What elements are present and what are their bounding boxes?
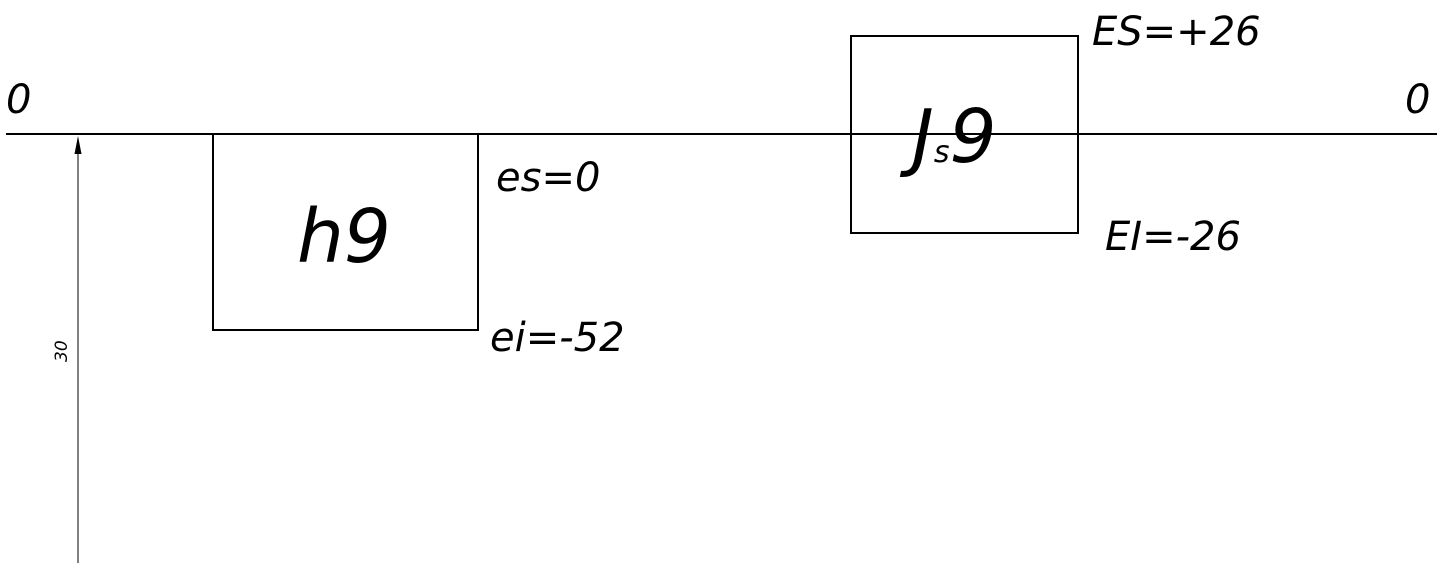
dimension-arrowhead: [74, 136, 82, 154]
shaft-lower-deviation: ei=-52: [490, 315, 625, 361]
hole-field-grade: 9: [949, 94, 996, 180]
hole-lower-deviation: EI=-26: [1105, 214, 1241, 260]
zero-line-label-left: 0: [6, 77, 31, 123]
hole-field-letter: J: [899, 94, 934, 180]
zero-line-label-right: 0: [1405, 77, 1430, 123]
hole-field-subscript: s: [934, 135, 950, 170]
hole-upper-deviation: ES=+26: [1092, 9, 1261, 55]
shaft-upper-deviation: es=0: [496, 155, 600, 201]
dimension-value: 30: [52, 340, 72, 362]
shaft-tolerance-field: [212, 133, 479, 331]
hole-field-label: Js9: [899, 94, 997, 180]
hole-tolerance-field: [850, 35, 1079, 234]
shaft-field-label: h9: [297, 194, 391, 280]
